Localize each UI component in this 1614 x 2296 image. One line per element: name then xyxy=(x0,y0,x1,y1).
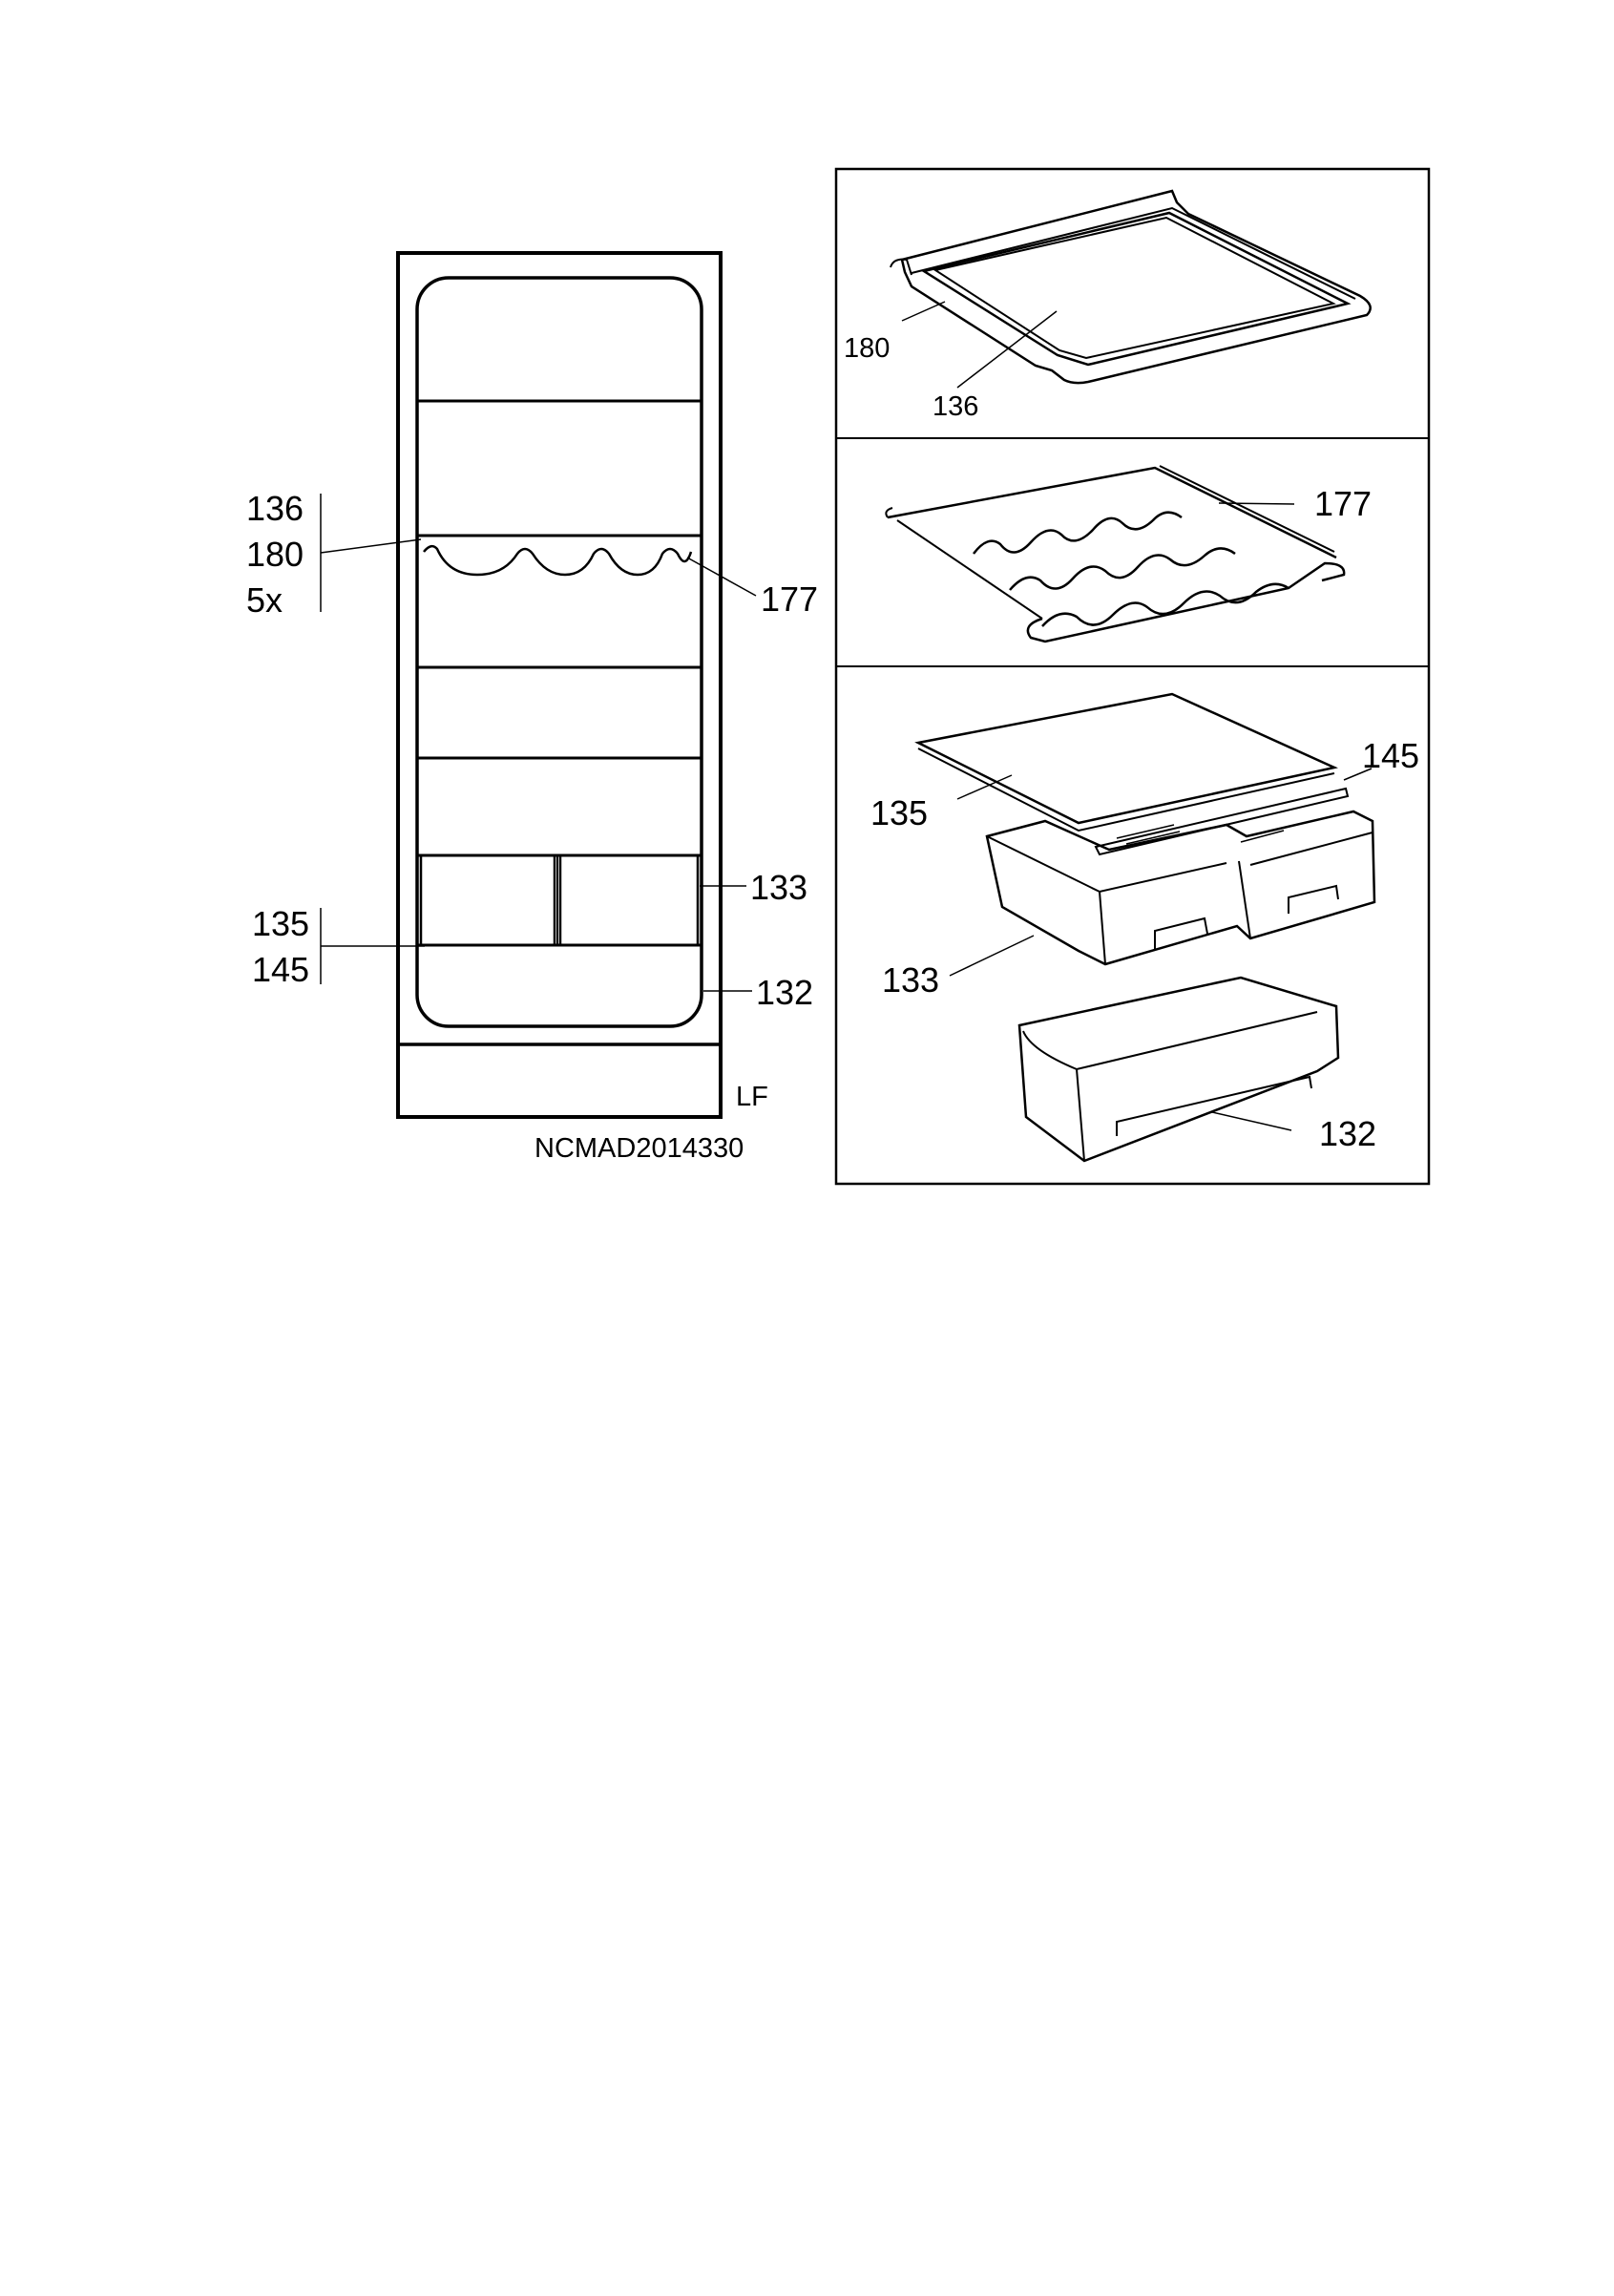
glass-shelf-frame-label: 180 xyxy=(844,333,890,364)
callout-145: 145 xyxy=(252,950,309,989)
exploded-parts-view: 180 136 177 xyxy=(834,167,1431,1186)
glass-shelf-drawing xyxy=(890,189,1372,385)
callout-135: 135 xyxy=(252,904,309,943)
fridge-front-view: 136 180 5x 177 133 135 145 132 LF NCMAD2… xyxy=(246,251,818,1164)
crisper-cover-label: 135 xyxy=(870,793,928,832)
crisper-drawer-label: 133 xyxy=(882,960,939,1000)
callout-136: 136 xyxy=(246,489,304,528)
callout-132: 132 xyxy=(756,973,813,1012)
bottom-drawer-drawing xyxy=(1017,976,1340,1163)
callout-180: 180 xyxy=(246,535,304,574)
crisper-drawers-drawing xyxy=(985,810,1376,966)
callout-5x: 5x xyxy=(246,580,283,620)
wine-rack-label: 177 xyxy=(1314,484,1372,523)
crisper-cover-drawing xyxy=(914,692,1338,832)
glass-shelf-glass-label: 136 xyxy=(933,391,978,422)
drawing-id: NCMAD2014330 xyxy=(535,1133,744,1164)
divider-strip-drawing xyxy=(1094,787,1350,856)
divider-strip-label: 145 xyxy=(1362,736,1419,775)
wine-rack-drawing xyxy=(885,465,1346,643)
bottom-drawer-label: 132 xyxy=(1319,1114,1376,1153)
callout-133: 133 xyxy=(750,868,807,907)
model-code: LF xyxy=(736,1082,768,1112)
callout-177: 177 xyxy=(761,579,818,619)
